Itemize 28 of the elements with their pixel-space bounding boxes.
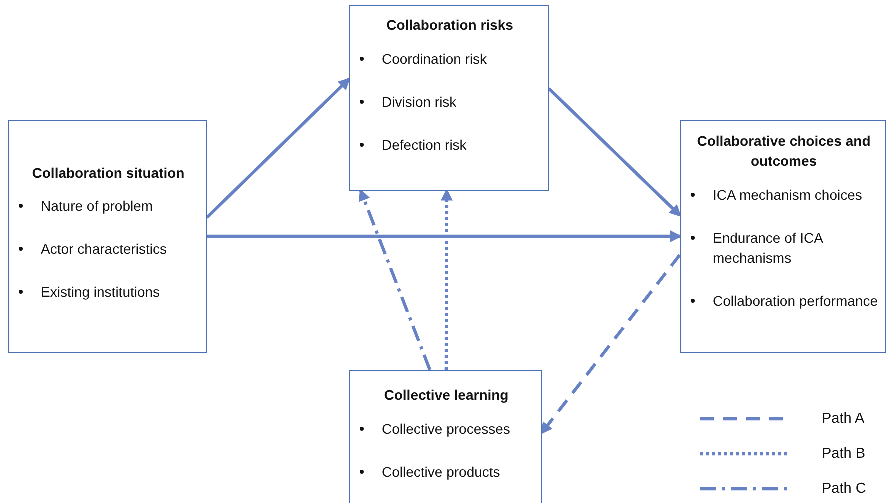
bullet-text: Defection risk [382,136,467,155]
arrow [206,78,351,219]
bullet-text: Nature of problem [41,197,154,216]
legend-text: Path B [822,445,866,464]
arrow [207,230,682,242]
arrow [440,188,453,370]
bullet-text: Existing institutions [41,283,160,302]
bullet-text: Collaboration performance [713,292,878,311]
box-heading: Collaboration risks [386,16,514,35]
bullet-text: Collective products [382,463,500,482]
bullet-text: Coordination risk [382,50,488,69]
box-heading: Collaborative choices and outcomes [696,132,872,171]
bullet-text: Collective processes [382,420,510,439]
text-box [8,120,207,353]
text-box [349,5,549,191]
box-heading: Collaboration situation [31,164,186,183]
text-box [680,120,886,353]
arrow [358,188,432,371]
arrow [548,88,682,218]
bullet-text: Endurance of ICA mechanisms [713,229,824,268]
bullet-text: ICA mechanism choices [713,186,862,205]
legend-text: Path A [822,410,865,429]
legend-text: Path C [822,480,866,499]
bullet-text: Division risk [382,93,457,112]
box-heading: Collective learning [383,386,510,405]
text-box [349,370,542,503]
bullet-text: Actor characteristics [41,240,168,259]
arrow [540,254,682,435]
